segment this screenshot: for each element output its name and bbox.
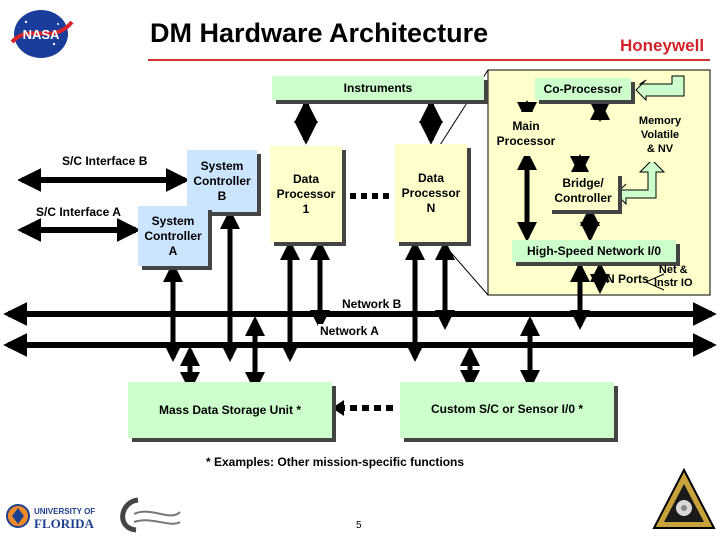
data-processor-1-box: Data Processor 1: [270, 146, 342, 242]
page-title: DM Hardware Architecture: [150, 18, 489, 48]
uf-logo-line2: FLORIDA: [34, 516, 95, 531]
custom-sc-box: Custom S/C or Sensor I/0 *: [400, 382, 614, 438]
company-logo-icon: [120, 497, 181, 533]
page-number: 5: [356, 520, 362, 531]
nasa-logo-icon: NASA: [10, 10, 74, 58]
nasa-logo-text: NASA: [23, 27, 60, 42]
n-ports-label: N Ports: [606, 272, 649, 286]
uf-logo-icon: UNIVERSITY OF FLORIDA: [6, 504, 95, 531]
co-processor-external-arrow: [635, 75, 685, 102]
memory-box: Memory Volatile & NV: [616, 110, 704, 162]
system-controller-a-box: System Controller A: [138, 206, 208, 266]
main-processor-box: Main Processor: [492, 112, 560, 156]
title-rule: [148, 59, 710, 61]
honeywell-logo: Honeywell: [620, 36, 705, 55]
footnote: * Examples: Other mission-specific funct…: [206, 455, 465, 469]
uf-logo-line1: UNIVERSITY OF: [34, 507, 95, 516]
high-speed-network-box: High-Speed Network I/0: [512, 240, 676, 262]
bridge-controller-box: Bridge/ Controller: [548, 172, 618, 210]
net-instr-pointer: [645, 273, 665, 283]
sc-interface-b-label: S/C Interface B: [62, 154, 148, 168]
data-processor-n-box: Data Processor N: [395, 144, 467, 242]
sc-interface-a-label: S/C Interface A: [36, 205, 121, 219]
nmp-logo-icon: [652, 468, 716, 529]
network-a-label: Network A: [318, 324, 381, 338]
instruments-box: Instruments: [272, 76, 484, 100]
network-b-label: Network B: [340, 297, 404, 311]
net-instr-io-label: Net & Instr IO: [654, 264, 693, 290]
net-instr-pointer-2: [645, 281, 665, 291]
storage-custom-arrowhead: [332, 400, 344, 416]
system-controller-b-box: System Controller B: [187, 150, 257, 212]
co-processor-box: Co-Processor: [535, 78, 631, 100]
mass-storage-box: Mass Data Storage Unit *: [128, 382, 332, 438]
